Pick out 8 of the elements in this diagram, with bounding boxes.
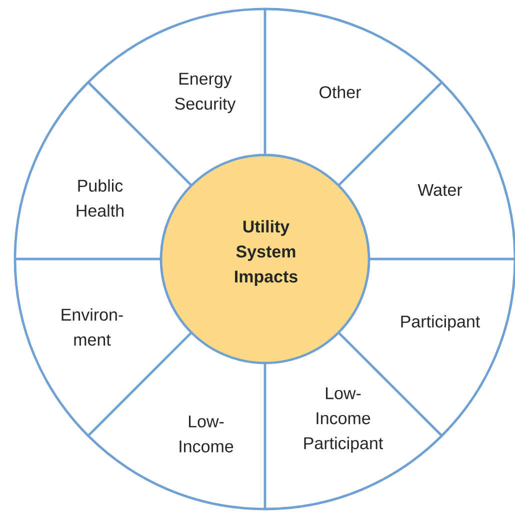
sector-label: Other: [320, 86, 361, 98]
sector-label: Environ- ment: [62, 308, 123, 346]
sector-label: Low- Income Participant: [304, 387, 384, 453]
sector-label: Low- Income: [180, 416, 234, 452]
sector-label: Energy Security: [175, 72, 236, 114]
sector-label: Water: [418, 184, 462, 196]
sector-label: Public Health: [76, 179, 124, 217]
sector-label: Participant: [401, 315, 480, 331]
